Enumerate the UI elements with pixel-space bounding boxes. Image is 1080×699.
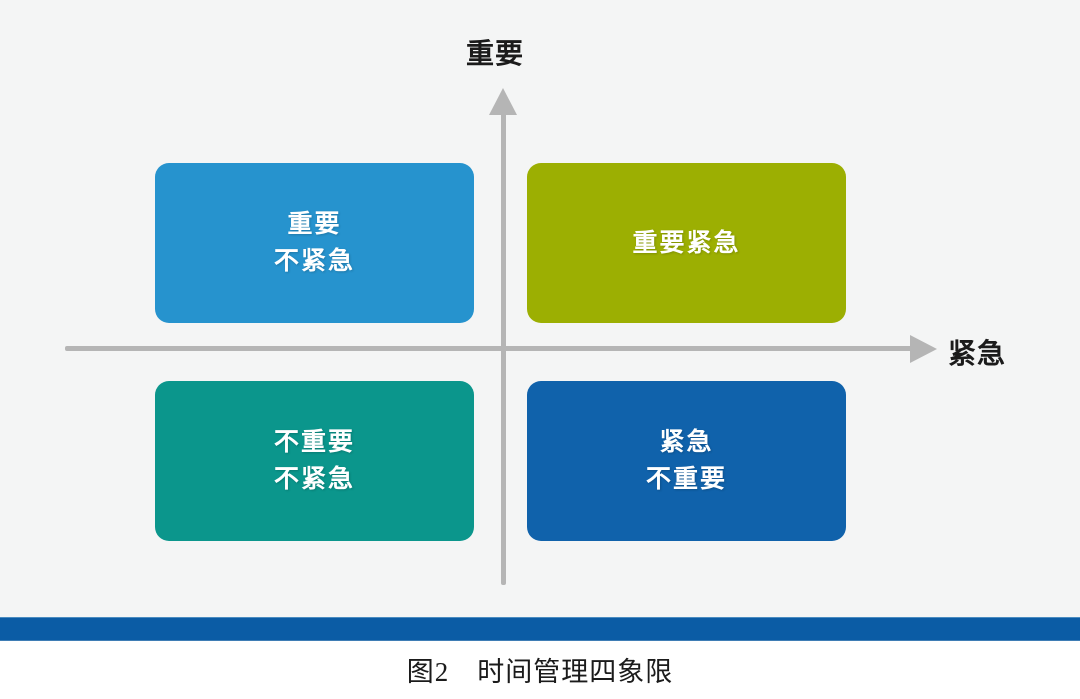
- quadrant-label-line1: 不重要: [273, 428, 355, 456]
- quadrant-not-important-not-urgent[interactable]: 不重要 不紧急: [155, 381, 483, 541]
- footer-rule-divider: [0, 617, 1080, 641]
- arrow-right-icon: [910, 335, 937, 363]
- quadrant-label-line1: 紧急: [659, 428, 714, 456]
- diagram-canvas: 重要 紧急 重要 不紧急 重要紧急 不重要 不紧急 紧急 不重要: [0, 0, 1080, 617]
- quadrant-label-line2: 不紧急: [273, 247, 355, 275]
- quadrant-label-line2: 不重要: [645, 465, 727, 493]
- quadrant-important-not-urgent[interactable]: 重要 不紧急: [155, 163, 483, 323]
- quadrant-important-urgent[interactable]: 重要紧急: [527, 163, 855, 323]
- quadrant-label-line1: 重要: [287, 210, 342, 238]
- quadrant-label-line2: 不紧急: [273, 465, 355, 493]
- figure-caption: 图2 时间管理四象限: [406, 657, 674, 687]
- vertical-axis-line: [501, 110, 506, 585]
- horizontal-axis-line: [65, 346, 920, 351]
- horizontal-axis-label: 紧急: [948, 338, 1007, 369]
- quadrant-urgent-not-important[interactable]: 紧急 不重要: [527, 381, 855, 541]
- vertical-axis-label: 重要: [466, 38, 525, 69]
- quadrant-label-line1: 重要紧急: [632, 228, 741, 257]
- arrow-up-icon: [489, 88, 517, 115]
